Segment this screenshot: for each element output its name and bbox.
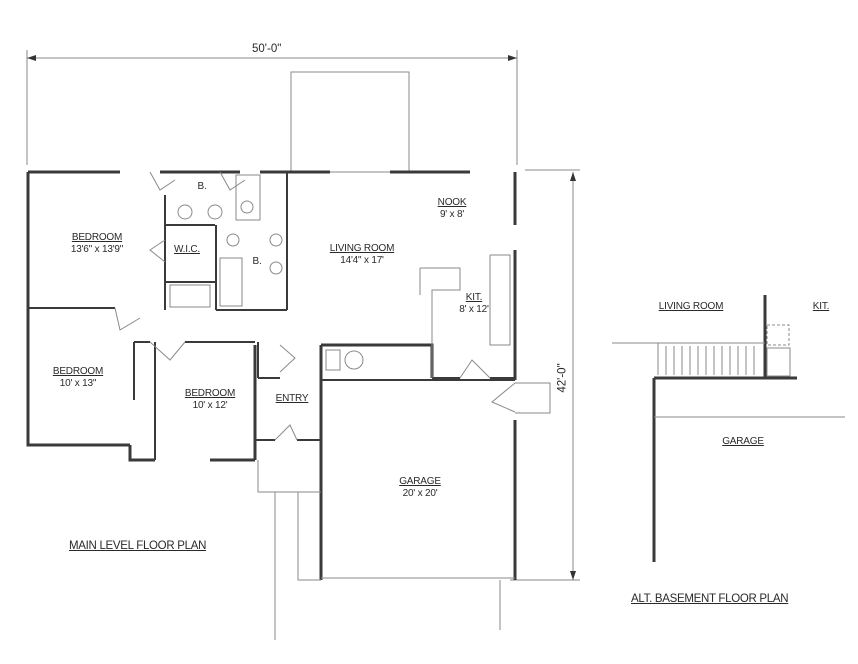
basement-title: ALT. BASEMENT FLOOR PLAN bbox=[631, 593, 789, 605]
room-label-entry: ENTRY bbox=[275, 393, 309, 404]
room-label-bath-1: B. bbox=[197, 181, 207, 192]
basement-label-living-room: LIVING ROOM bbox=[658, 301, 724, 312]
room-label-kitchen: KIT.8' x 12' bbox=[459, 292, 489, 315]
interior-walls bbox=[28, 172, 515, 460]
width-dimension-label: 50'-0" bbox=[252, 43, 282, 55]
basement-label-kitchen: KIT. bbox=[812, 301, 830, 312]
basement-stairs bbox=[612, 324, 845, 418]
basement-walls bbox=[652, 295, 797, 562]
depth-dimension-label: 42'-0" bbox=[556, 363, 569, 393]
exterior-walls bbox=[26, 170, 517, 580]
main-level-title: MAIN LEVEL FLOOR PLAN bbox=[69, 540, 207, 552]
rear-patio-outline bbox=[290, 71, 410, 173]
room-label-bath-2: B. bbox=[252, 256, 262, 267]
basement-label-garage: GARAGE bbox=[722, 436, 764, 447]
room-label-wic: W.I.C. bbox=[173, 244, 201, 255]
